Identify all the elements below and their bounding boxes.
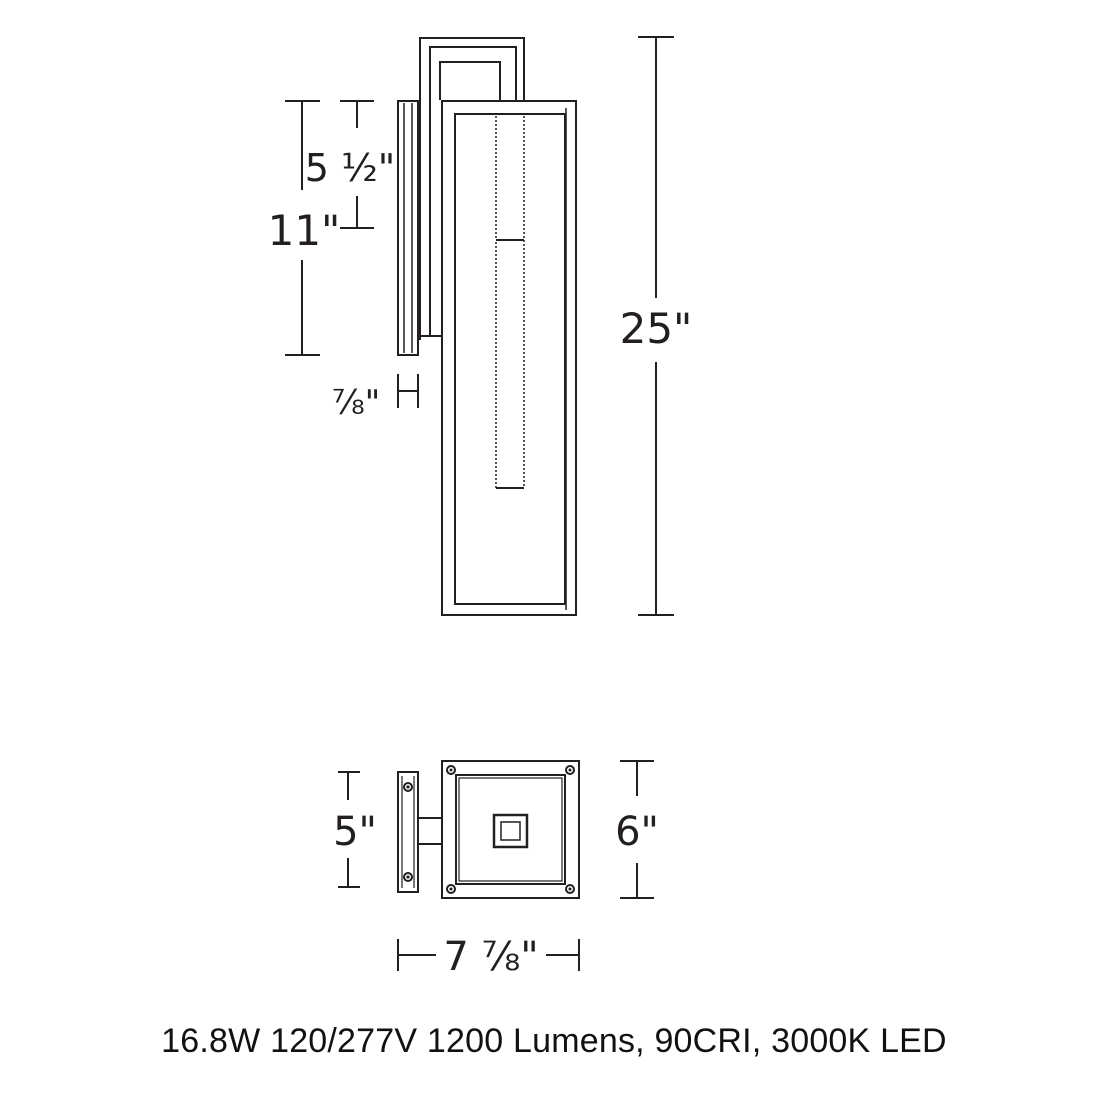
backplate-screw-bottom [403, 872, 413, 882]
backplate-inner-dimension [340, 100, 374, 229]
fixture-screw-br [565, 884, 575, 894]
plan-arm [417, 817, 443, 845]
backplate-depth-dimension [397, 374, 419, 408]
plan-fixture-inner [455, 774, 566, 885]
elevation-view [285, 36, 674, 616]
label-plan-fixture-width: 6" [615, 809, 659, 855]
mounting-arm-inner [429, 46, 517, 336]
backplate-screw-top [403, 782, 413, 792]
label-backplate-height: 11" [268, 206, 341, 255]
fixture-screw-bl [446, 884, 456, 894]
label-overall-height: 25" [620, 304, 693, 353]
plan-fixture-outer [441, 760, 580, 899]
fixture-screw-tr [565, 765, 575, 775]
plan-overall-depth-dimension [397, 939, 580, 971]
label-plan-backplate-width: 5" [333, 809, 377, 855]
light-aperture [492, 813, 529, 849]
fixture-specs: 16.8W 120/277V 1200 Lumens, 90CRI, 3000K… [161, 1022, 947, 1060]
overall-height-dimension [638, 36, 674, 616]
mounting-arm-outer [419, 37, 525, 340]
label-plan-overall-depth: 7 ⅞" [443, 934, 538, 980]
plan-fixture-width-dimension [620, 760, 654, 899]
plan-backplate-width-dimension [338, 771, 360, 888]
label-backplate-inner: 5 ½" [305, 146, 396, 190]
housing-inner-frame [454, 113, 566, 605]
plan-view [338, 760, 654, 971]
fixture-screw-tl [446, 765, 456, 775]
mounting-arm-cutout [439, 61, 501, 100]
housing-frame [441, 100, 577, 616]
backplate-side [397, 100, 419, 356]
backplate-height-dimension [285, 100, 320, 356]
light-source-tube [495, 239, 525, 489]
label-backplate-depth: ⅞" [332, 383, 381, 423]
